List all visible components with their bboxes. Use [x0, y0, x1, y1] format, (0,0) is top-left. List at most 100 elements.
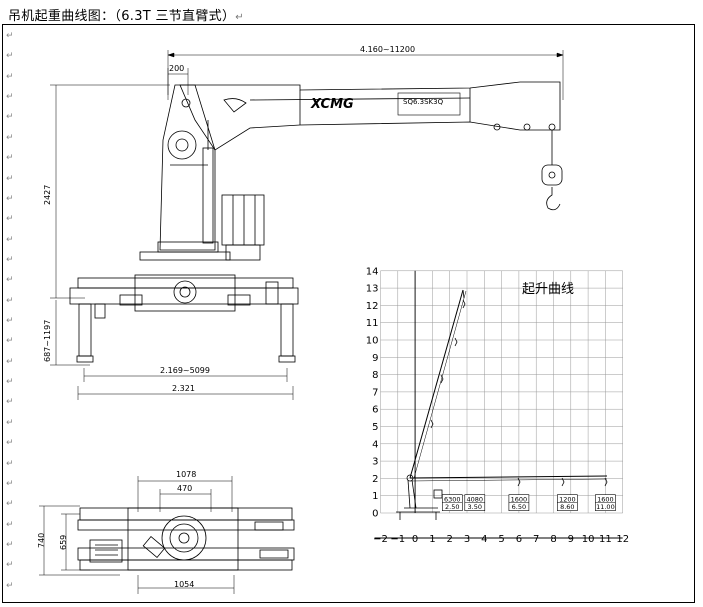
dim-leg-height-label: 687~1197: [43, 320, 52, 362]
x-tick-label: 10: [582, 534, 595, 545]
load-box-radius: 3.50: [468, 503, 482, 511]
plan-base-frame: [77, 507, 295, 571]
x-tick-label: 11: [599, 534, 612, 545]
chart-crane-schematic: [396, 289, 608, 520]
paragraph-mark: ↵: [6, 356, 14, 367]
x-tick-label: 9: [568, 534, 574, 545]
dim-overall-length-label: 4.160~11200: [360, 45, 415, 54]
load-box-capacity: 1600: [597, 496, 614, 504]
dim-height: [50, 84, 170, 299]
paragraph-mark: ↵: [6, 458, 14, 469]
paragraph-mark: ↵: [6, 112, 14, 123]
valve-block: [221, 194, 265, 261]
paragraph-mark: ↵: [6, 132, 14, 143]
paragraph-mark: ↵: [6, 214, 14, 225]
y-tick-label: 14: [366, 266, 379, 277]
y-tick-label: 2: [372, 474, 378, 485]
paragraph-marks-column: ↵↵↵↵↵↵↵↵↵↵↵↵↵↵↵↵↵↵↵↵↵↵↵↵↵↵↵↵: [6, 32, 20, 602]
x-tick-label: 7: [533, 534, 539, 545]
x-tick-label: 0: [412, 534, 418, 545]
paragraph-mark: ↵: [6, 316, 14, 326]
load-box-radius: 8.60: [560, 503, 574, 511]
crane-boom: [179, 81, 561, 151]
dim-bottom-width-label: 1054: [174, 580, 194, 589]
x-tick-label: 4: [481, 534, 487, 545]
y-tick-label: 8: [372, 370, 378, 381]
dim-outrigger-span-label: 2.169~5099: [160, 366, 210, 375]
y-tick-label: 5: [372, 422, 378, 433]
dim-base-width-label: 2.321: [172, 384, 195, 393]
x-tick-label: 3: [464, 534, 470, 545]
x-tick-label: −2: [373, 534, 388, 545]
model-plate: SQ6.3SK3Q: [403, 98, 444, 106]
load-box-capacity: 6300: [444, 496, 461, 504]
paragraph-mark: ↵: [6, 519, 14, 530]
dim-height-label: 2427: [43, 185, 52, 205]
dim-top-width-label: 1078: [176, 470, 196, 479]
dim-height-outer-label: 740: [37, 533, 46, 548]
load-box-radius: 6.50: [512, 503, 526, 511]
dim-height-inner-label: 659: [59, 535, 68, 550]
y-tick-label: 7: [372, 387, 378, 398]
dim-overall-length: [167, 50, 564, 100]
boom-hook-marks: [430, 299, 608, 487]
brand-logo: XCMG: [310, 97, 354, 112]
drawing-frame: [2, 24, 695, 603]
elevation-view: 4.160~11200 200 2427 687~1197 2.169~5099: [43, 45, 564, 400]
x-tick-label: −1: [390, 534, 405, 545]
dim-base-width: [77, 386, 294, 400]
crane-hook: [541, 130, 563, 211]
y-tick-label: 12: [366, 301, 379, 312]
y-tick-label: 3: [372, 457, 378, 468]
paragraph-mark: ↵: [6, 295, 14, 306]
page-title: 吊机起重曲线图：（6.3T 三节直臂式）↵: [8, 5, 244, 24]
dim-height-outer: [39, 505, 120, 576]
x-tick-label: 8: [550, 534, 556, 545]
dim-boom-offset: [167, 68, 189, 95]
paragraph-mark: ↵: [6, 397, 14, 408]
paragraph-mark: ↵: [6, 499, 14, 510]
x-tick-label: 2: [447, 534, 453, 545]
paragraph-mark: ↵: [6, 539, 14, 550]
chart-grid: [374, 270, 623, 539]
paragraph-mark: ↵: [6, 71, 14, 82]
load-box-capacity: 1600: [511, 496, 528, 504]
outrigger-leg-right: [265, 281, 296, 363]
x-tick-label: 1: [429, 534, 435, 545]
chart-load-boxes: 63002.5040803.5016006.5012008.60160011.0…: [441, 494, 616, 511]
paragraph-mark: ↵: [6, 560, 14, 571]
y-tick-label: 10: [366, 336, 379, 347]
paragraph-mark: ↵: [6, 153, 14, 164]
load-box-radius: 11.00: [596, 503, 615, 511]
paragraph-mark: ↵: [6, 336, 14, 347]
paragraph-mark: ↵: [6, 478, 14, 489]
y-tick-label: 0: [372, 509, 378, 520]
title-paragraph-mark: ↵: [235, 12, 244, 23]
y-tick-label: 9: [372, 353, 378, 364]
dim-inner-width-label: 470: [177, 484, 192, 493]
crane-column: [139, 84, 231, 261]
paragraph-mark: ↵: [6, 417, 14, 428]
y-tick-label: 1: [372, 491, 378, 502]
luffing-cylinder: [202, 120, 214, 244]
paragraph-mark: ↵: [6, 193, 14, 204]
load-box-capacity: 1200: [559, 496, 576, 504]
x-tick-label: 5: [498, 534, 504, 545]
y-tick-label: 6: [372, 405, 378, 416]
paragraph-mark: ↵: [6, 51, 14, 62]
load-box-capacity: 4080: [467, 496, 484, 504]
dim-bottom-width: [137, 575, 235, 594]
paragraph-mark: ↵: [6, 92, 14, 103]
title-text: 吊机起重曲线图：（6.3T 三节直臂式）: [8, 9, 236, 24]
paragraph-mark: ↵: [6, 234, 14, 245]
outrigger-leg-left: [76, 303, 106, 363]
paragraph-mark: ↵: [6, 377, 14, 388]
